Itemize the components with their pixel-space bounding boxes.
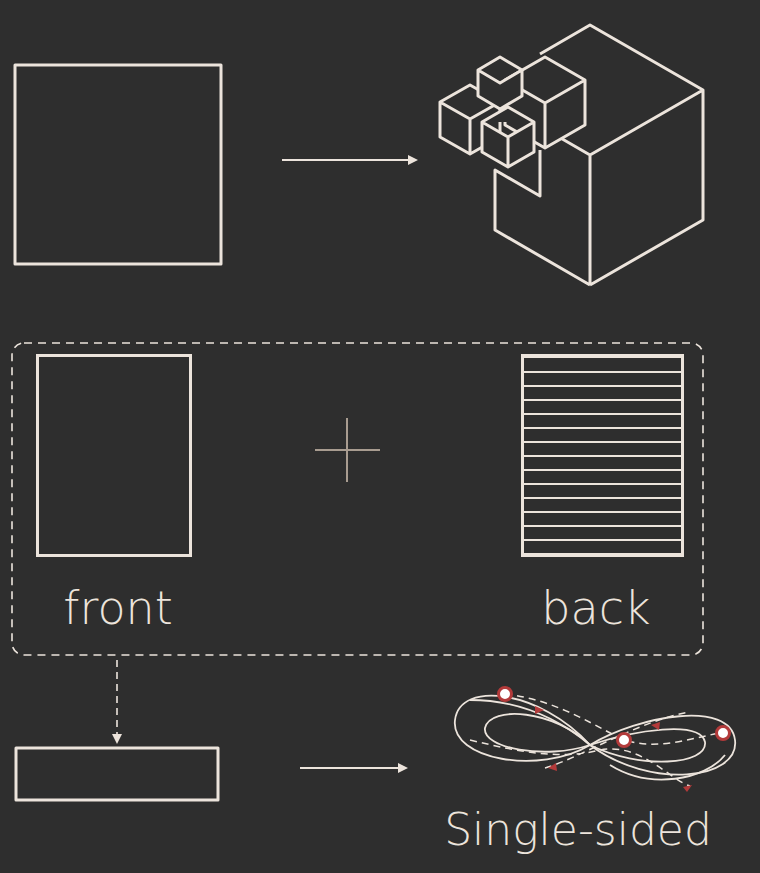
caption-label: Single-sided	[444, 808, 712, 852]
shape-label: front	[63, 585, 172, 631]
rectangle-outline	[521, 354, 684, 557]
rectangle-outline	[36, 354, 192, 557]
shape-label: back	[541, 585, 650, 631]
